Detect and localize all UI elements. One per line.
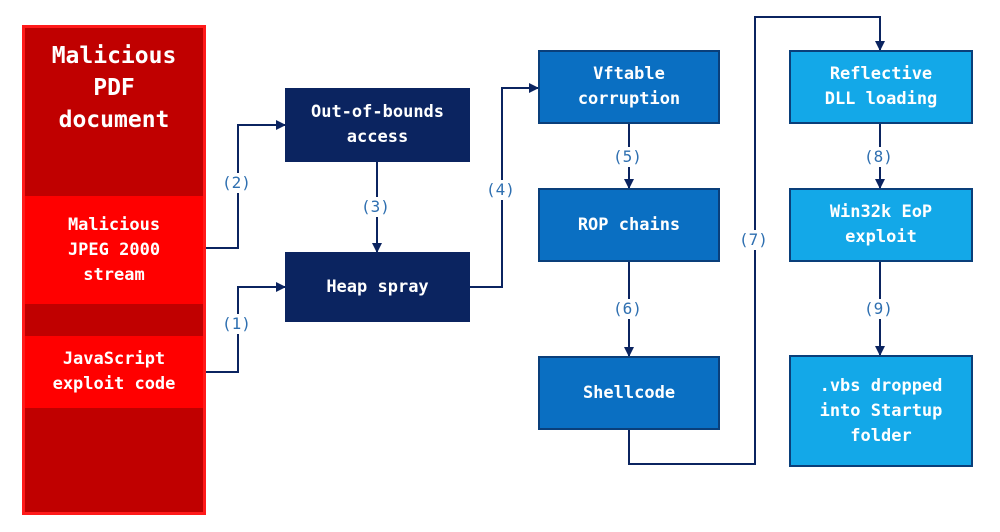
pdf-title: Malicious PDF document xyxy=(25,28,203,193)
node-vbs-dropped: .vbs dropped into Startup folder xyxy=(789,355,973,467)
javascript-block: JavaScript exploit code xyxy=(25,336,203,408)
node-out-of-bounds: Out-of-bounds access xyxy=(285,88,470,162)
step-label-2: (2) xyxy=(221,173,252,193)
node-heap-spray: Heap spray xyxy=(285,252,470,322)
node-shellcode: Shellcode xyxy=(538,356,720,430)
step-label-3: (3) xyxy=(360,197,391,217)
step-label-6: (6) xyxy=(612,299,643,319)
node-rop-chains: ROP chains xyxy=(538,188,720,262)
node-reflective-dll-loading: Reflective DLL loading xyxy=(789,50,973,124)
step-label-7: (7) xyxy=(738,230,769,250)
node-win32k-eop-exploit: Win32k EoP exploit xyxy=(789,188,973,262)
jpeg-stream-block: Malicious JPEG 2000 stream xyxy=(25,196,203,304)
node-vftable-corruption: Vftable corruption xyxy=(538,50,720,124)
step-label-9: (9) xyxy=(863,299,894,319)
step-label-5: (5) xyxy=(612,147,643,167)
step-label-4: (4) xyxy=(485,180,516,200)
step-label-1: (1) xyxy=(221,314,252,334)
step-label-8: (8) xyxy=(863,147,894,167)
